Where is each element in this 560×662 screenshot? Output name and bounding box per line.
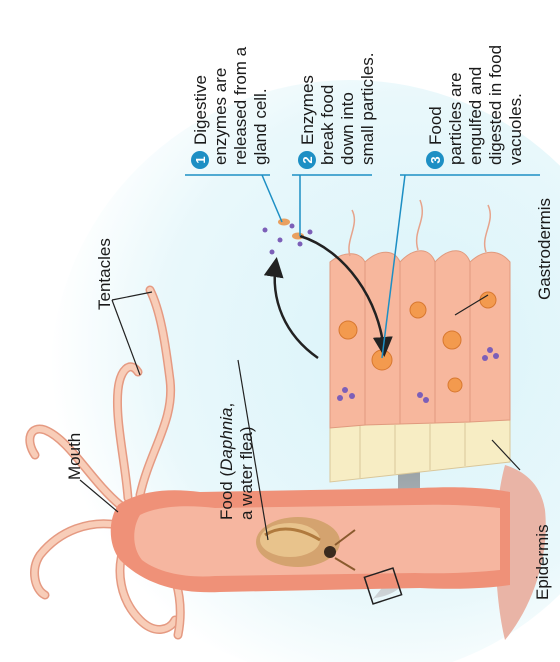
label-pointers: [79, 291, 521, 541]
svg-text:Digestive: Digestive: [191, 75, 210, 145]
svg-text:engulfed and: engulfed and: [466, 67, 485, 165]
svg-text:enzymes are: enzymes are: [211, 68, 230, 165]
step2-badge: [298, 151, 316, 169]
food-label: Food (Daphnia,: [217, 403, 236, 520]
svg-text:small particles.: small particles.: [358, 53, 377, 165]
tissue-block: [329, 199, 511, 483]
svg-text:2: 2: [300, 156, 315, 163]
gastrodermis-label: Gastrodermis: [535, 198, 554, 300]
svg-text:vacuoles.: vacuoles.: [506, 93, 525, 165]
svg-text:particles are: particles are: [446, 72, 465, 165]
svg-text:3: 3: [428, 156, 443, 163]
step1-badge: [191, 151, 209, 169]
svg-text:released from a: released from a: [231, 46, 250, 165]
step1-pointer: [261, 174, 283, 223]
food-label-line2: a water flea): [237, 426, 256, 520]
enlarged-region-box: [363, 567, 403, 605]
enzyme-release-arrow: [263, 257, 319, 360]
particle-uptake-arrow: [299, 234, 393, 357]
step-2: 2 Enzymes break food down into small par…: [292, 53, 377, 176]
tentacles-label: Tentacles: [95, 238, 114, 310]
svg-text:break food: break food: [318, 85, 337, 165]
epidermis-label: Epidermis: [533, 524, 552, 600]
step-1: 1 Digestive enzymes are released from a …: [185, 46, 270, 176]
svg-text:Food: Food: [426, 106, 445, 145]
step3-badge: [426, 151, 444, 169]
mouth-label: Mouth: [65, 433, 84, 480]
step3-pointer: [381, 174, 406, 359]
svg-text:1: 1: [193, 156, 208, 163]
svg-text:Enzymes: Enzymes: [298, 75, 317, 145]
svg-text:gland cell.: gland cell.: [251, 88, 270, 165]
step-3: 3 Food particles are engulfed and digest…: [400, 45, 540, 176]
flagella: [348, 199, 491, 257]
svg-text:down into: down into: [338, 92, 357, 165]
enzyme-granules: [337, 347, 499, 403]
svg-text:digested in food: digested in food: [486, 45, 505, 165]
food-daphnia: [256, 517, 356, 571]
